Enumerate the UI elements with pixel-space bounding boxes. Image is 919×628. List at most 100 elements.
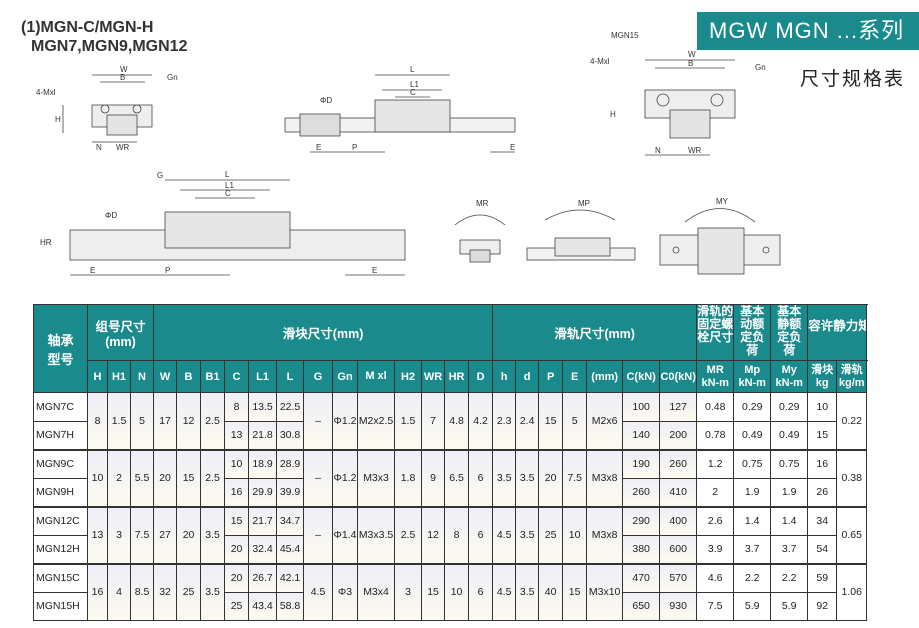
column-header: B1 bbox=[200, 360, 226, 393]
column-header: L bbox=[276, 360, 305, 393]
table-cell: 15 bbox=[176, 448, 202, 507]
table-cell: 0.75 bbox=[770, 448, 809, 479]
svg-text:4-Mxl: 4-Mxl bbox=[36, 88, 56, 97]
table-cell: 127 bbox=[659, 392, 698, 422]
table-cell: 45.4 bbox=[276, 534, 305, 564]
table-cell: 3.5 bbox=[515, 505, 540, 564]
table-cell: 54 bbox=[807, 534, 838, 564]
end-view-drawing: W B Gn 4-Mxl H N WR bbox=[36, 65, 178, 152]
table-cell: 10 bbox=[87, 448, 108, 507]
table-cell: – bbox=[303, 505, 334, 564]
table-cell: 13 bbox=[224, 420, 250, 450]
table-cell: 140 bbox=[622, 420, 661, 450]
table-cell: – bbox=[303, 448, 334, 507]
table-cell: M2x6 bbox=[586, 392, 624, 450]
column-header: WR bbox=[421, 360, 446, 393]
column-header: HR bbox=[444, 360, 470, 393]
table-cell: 25 bbox=[224, 591, 250, 621]
svg-text:ΦD: ΦD bbox=[320, 96, 332, 105]
table-cell: 1.9 bbox=[733, 477, 772, 507]
table-cell: 5 bbox=[562, 392, 588, 450]
header-block: 滑块尺寸(mm) bbox=[153, 304, 494, 361]
table-cell: M3x8 bbox=[586, 448, 624, 507]
section-title: (1)MGN-C/MGN-H MGN7,MGN9,MGN12 bbox=[21, 19, 188, 55]
table-cell: 100 bbox=[622, 392, 661, 422]
svg-text:WR: WR bbox=[688, 146, 702, 155]
table-cell: 4.5 bbox=[492, 562, 517, 621]
table-cell: 27 bbox=[153, 505, 178, 564]
table-cell: Φ3 bbox=[332, 562, 359, 621]
table-cell: 1.5 bbox=[107, 392, 131, 450]
column-header: H1 bbox=[107, 360, 131, 393]
svg-text:HR: HR bbox=[40, 238, 52, 247]
column-header: h bbox=[492, 360, 517, 393]
table-cell: 17 bbox=[153, 392, 178, 450]
svg-text:MGN15: MGN15 bbox=[611, 31, 639, 40]
header-static-load: 基本静额定负荷 bbox=[770, 304, 809, 361]
series-banner: MGW MGN ...系列 bbox=[697, 12, 919, 50]
table-cell: 3 bbox=[107, 505, 131, 564]
table-cell: 3.7 bbox=[770, 534, 809, 564]
table-cell: 260 bbox=[622, 477, 661, 507]
table-cell: M3x3.5 bbox=[357, 505, 396, 564]
table-cell: 16 bbox=[87, 562, 108, 621]
svg-text:P: P bbox=[352, 143, 357, 152]
table-cell: 410 bbox=[659, 477, 698, 507]
table-cell: 58.8 bbox=[276, 591, 305, 621]
table-cell: 25 bbox=[538, 505, 564, 564]
table-cell: 4 bbox=[107, 562, 131, 621]
table-cell: 6 bbox=[468, 505, 494, 564]
table-cell: 0.38 bbox=[836, 448, 868, 507]
table-cell: MGN15C bbox=[33, 562, 88, 593]
table-cell: 20 bbox=[153, 448, 178, 507]
svg-text:C: C bbox=[410, 88, 416, 97]
table-cell: 2.6 bbox=[696, 505, 735, 536]
table-cell: 0.29 bbox=[733, 392, 772, 422]
table-cell: 190 bbox=[622, 448, 661, 479]
table-cell: 1.06 bbox=[836, 562, 868, 621]
table-cell: 2.5 bbox=[200, 448, 226, 507]
table-cell: MGN9C bbox=[33, 448, 88, 479]
column-header: Gn bbox=[332, 360, 359, 393]
table-cell: 9 bbox=[421, 448, 446, 507]
table-cell: 2 bbox=[696, 477, 735, 507]
header-model: 轴承型号 bbox=[33, 304, 88, 393]
table-cell: 21.7 bbox=[248, 505, 278, 536]
table-cell: 8 bbox=[224, 392, 250, 422]
column-header: C(kN) bbox=[622, 360, 661, 393]
table-cell: 13.5 bbox=[248, 392, 278, 422]
mgn15-side-view-drawing: L L1 C G ΦD HR E P E bbox=[40, 170, 406, 276]
table-cell: M3x3 bbox=[357, 448, 396, 507]
table-cell: 3.5 bbox=[200, 562, 226, 621]
svg-text:B: B bbox=[120, 73, 125, 82]
table-cell: 4.6 bbox=[696, 562, 735, 593]
table-cell: 12 bbox=[176, 392, 202, 450]
table-cell: 10 bbox=[444, 562, 470, 621]
table-cell: 380 bbox=[622, 534, 661, 564]
specification-table: 轴承型号 组号尺寸(mm) 滑块尺寸(mm) 滑轨尺寸(mm) 滑轨的固定螺栓尺… bbox=[33, 304, 868, 621]
table-cell: 20 bbox=[224, 534, 250, 564]
table-cell: 0.65 bbox=[836, 505, 868, 564]
table-cell: 10 bbox=[562, 505, 588, 564]
column-header: d bbox=[515, 360, 540, 393]
svg-text:E: E bbox=[372, 266, 377, 275]
table-cell: 3.5 bbox=[200, 505, 226, 564]
column-header: E bbox=[562, 360, 588, 393]
technical-drawings: W B Gn 4-Mxl H N WR L L1 C ΦD E P E MGN1… bbox=[36, 31, 781, 276]
svg-text:W: W bbox=[688, 50, 696, 59]
table-cell: 930 bbox=[659, 591, 698, 621]
column-header: H bbox=[87, 360, 108, 393]
table-cell: 470 bbox=[622, 562, 661, 593]
table-cell: 200 bbox=[659, 420, 698, 450]
table-cell: 2.4 bbox=[515, 392, 540, 450]
table-cell: 2.5 bbox=[394, 505, 423, 564]
svg-text:MP: MP bbox=[578, 199, 590, 208]
table-cell: 400 bbox=[659, 505, 698, 536]
table-cell: 2.3 bbox=[492, 392, 517, 450]
table-cell: 3.9 bbox=[696, 534, 735, 564]
table-cell: 22.5 bbox=[276, 392, 305, 422]
svg-text:MY: MY bbox=[716, 197, 729, 206]
